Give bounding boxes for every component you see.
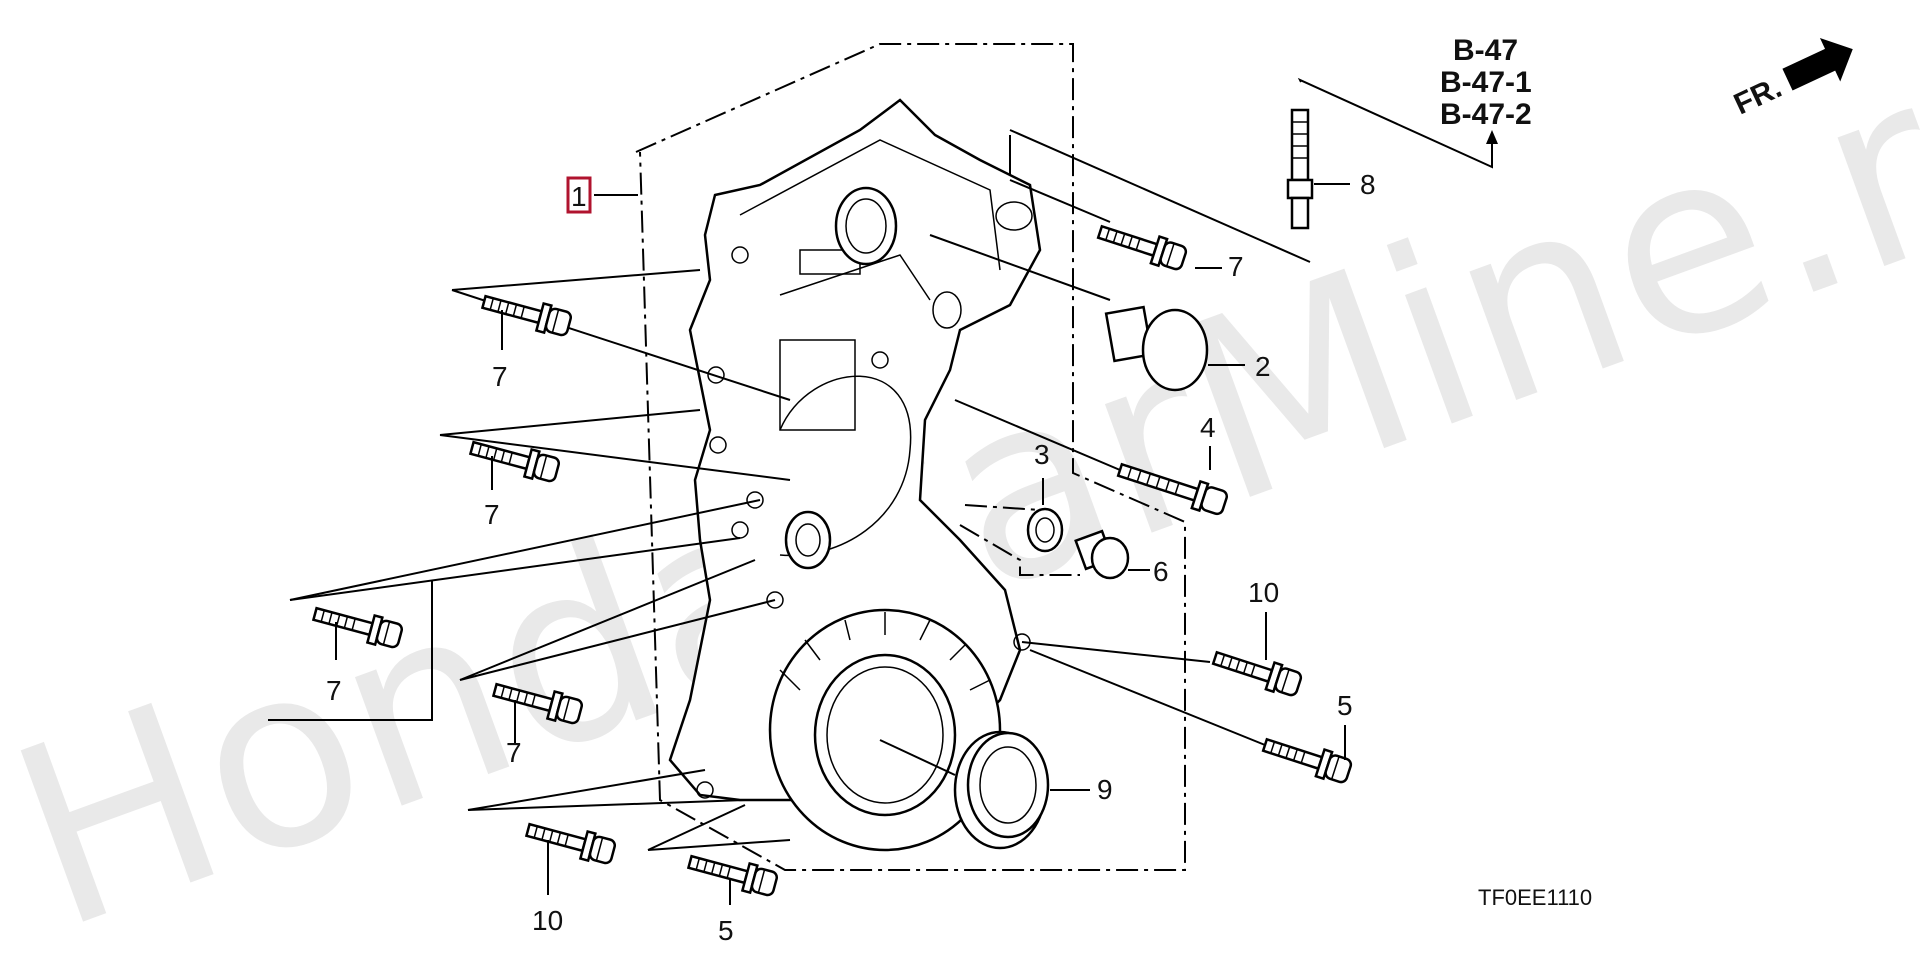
bolt-7-left-1[interactable] [479, 287, 574, 340]
part-label-3[interactable]: 3 [1034, 439, 1050, 470]
bolt-10-bottom[interactable] [523, 815, 618, 868]
bolt-7-top-right[interactable] [1094, 217, 1190, 274]
bolt-5-bottom[interactable] [685, 847, 780, 900]
part-label-5-bottom[interactable]: 5 [718, 915, 734, 946]
part-label-7-left-3[interactable]: 7 [326, 675, 342, 706]
part-label-10-right[interactable]: 10 [1248, 577, 1279, 608]
reference-b47-2[interactable]: B-47-2 [1440, 98, 1532, 131]
chain-case-cover[interactable] [668, 98, 1042, 852]
part-3-washer[interactable] [1026, 507, 1064, 553]
bolt-7-left-2[interactable] [467, 433, 562, 486]
part-label-1[interactable]: 1 [571, 181, 587, 212]
part-9-oil-seal[interactable] [953, 730, 1050, 850]
part-label-9[interactable]: 9 [1097, 774, 1113, 805]
part-2-cap[interactable] [1104, 305, 1209, 392]
part-label-7-left-2[interactable]: 7 [484, 499, 500, 530]
part-label-5-right[interactable]: 5 [1337, 690, 1353, 721]
part-label-8[interactable]: 8 [1360, 169, 1376, 200]
part-6-plug[interactable] [1074, 529, 1130, 580]
part-label-6[interactable]: 6 [1153, 556, 1169, 587]
assembly-outline [635, 43, 1186, 871]
bolt-5-right[interactable] [1259, 730, 1355, 787]
part-1-highlight [566, 176, 592, 214]
bolt-10-right[interactable] [1209, 643, 1305, 700]
part-label-4[interactable]: 4 [1200, 412, 1216, 443]
part-label-7-top-right[interactable]: 7 [1228, 251, 1244, 282]
part-label-10-bottom[interactable]: 10 [532, 905, 563, 936]
reference-b47[interactable]: B-47 [1453, 34, 1518, 67]
part-label-7-left-1[interactable]: 7 [492, 361, 508, 392]
reference-b47-1[interactable]: B-47-1 [1440, 66, 1532, 99]
part-label-2[interactable]: 2 [1255, 351, 1271, 382]
part-8-stud[interactable] [1286, 108, 1314, 230]
diagram-code: TF0EE1110 [1478, 885, 1592, 910]
part-label-7-left-4[interactable]: 7 [506, 737, 522, 768]
ref-leader [1297, 77, 1493, 169]
